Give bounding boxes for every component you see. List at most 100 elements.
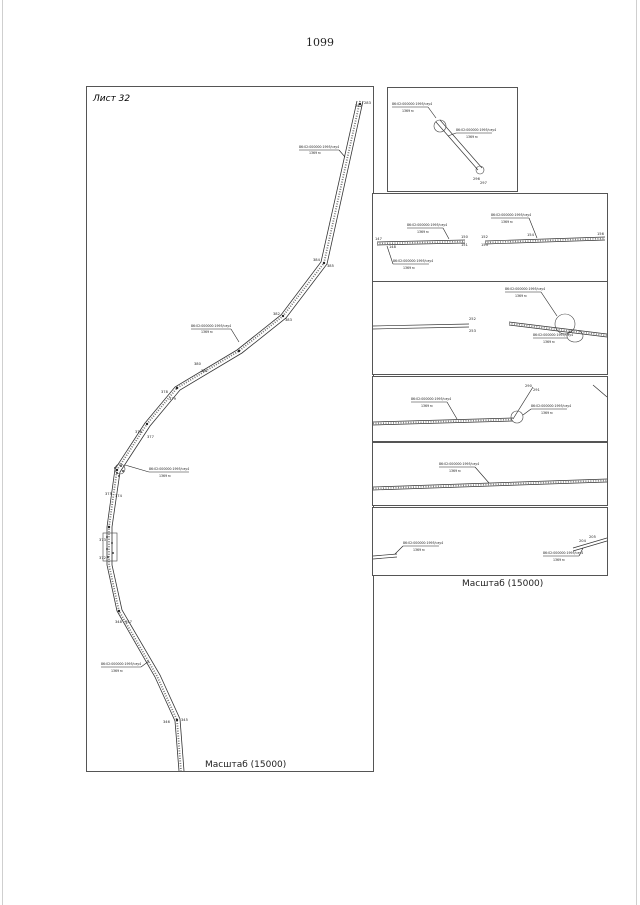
scale-label-main: Масштаб (15000) <box>205 760 286 770</box>
parcel-cadastral-number: 86:02:000000:1995/чзу4 <box>101 662 141 666</box>
vertex-label: 380 <box>194 362 202 366</box>
parcel-cadastral-number: 86:02:000000:1995/чзу4 <box>299 145 339 149</box>
parcel-callout: 86:02:000000:1995/чзу4 1369 м <box>447 128 496 139</box>
vertex-label: 151 <box>461 243 468 247</box>
vertex-label: 283 <box>364 101 371 105</box>
vertex-point <box>175 386 179 390</box>
parcel-callout: 86:02:000000:1995/чзу4 1369 м <box>439 462 490 484</box>
vertex-cluster-lower <box>102 532 118 562</box>
vertex-label: 148 <box>389 245 397 249</box>
vertex-label: 384 <box>313 258 321 262</box>
main-map-frame: Лист 32 282 283 384 385 382 383 380 381 … <box>86 86 374 772</box>
vertex-label: 156 <box>597 232 605 236</box>
vertex-label: 375 <box>105 492 112 496</box>
parcel-callout: 86:02:000000:1995/чзу4 1369 м <box>191 324 240 343</box>
inset-strip-5: 86:02:000000:1995/чзу4 1369 м 86:02:0000… <box>372 507 608 576</box>
vertex-label: 282 <box>355 104 362 108</box>
parcel-area: 1369 м <box>402 109 414 113</box>
vertex-label: 152 <box>481 235 488 239</box>
parcel-callout: 86:02:000000:1995/чзу4 1369 м <box>392 102 437 119</box>
strip-1-route <box>376 236 606 246</box>
vertex-label: 377 <box>147 435 154 439</box>
corridor-route <box>106 100 364 771</box>
corridor-left-edge <box>106 100 358 771</box>
vertex-point <box>358 102 362 106</box>
parcel-cadastral-number: 86:02:000000:1995/чзу4 <box>191 324 231 328</box>
parcel-area: 1369 м <box>501 220 513 224</box>
parcel-area: 1369 м <box>449 469 461 473</box>
vertex-label: 381 <box>201 369 208 373</box>
parcel-callout: 86:02:000000:1995/чзу4 1369 м <box>386 245 433 270</box>
parcel-area: 1369 м <box>309 151 321 155</box>
parcel-callout: 86:02:000000:1995/чзу4 1369 м <box>522 404 571 416</box>
parcel-area: 1369 м <box>421 404 433 408</box>
vertex-point <box>237 349 241 353</box>
vertex-label: 372 <box>99 556 106 560</box>
parcel-callout: 86:02:000000:1995/чзу4 1369 м <box>411 397 458 420</box>
parcel-area: 1369 м <box>515 294 527 298</box>
corridor-right-edge <box>111 100 364 771</box>
page-number: 1099 <box>306 36 334 49</box>
inset-strip-2: 86:02:000000:1995/чзу4 1369 м 86:02:0000… <box>372 281 608 375</box>
vertex-cluster-upper <box>114 463 126 477</box>
main-map-svg: Лист 32 282 283 384 385 382 383 380 381 … <box>92 94 371 771</box>
inset-strip-1: 86:02:000000:1995/чзу4 1369 м 86:02:0000… <box>372 193 608 282</box>
strip-5-route <box>373 537 607 560</box>
strip-2-svg: 86:02:000000:1995/чзу4 1369 м 86:02:0000… <box>373 287 607 344</box>
parcel-cadastral-number: 86:02:000000:1995/чзу4 <box>533 333 573 337</box>
parcel-callout: 86:02:000000:1995/чзу4 1369 м <box>407 223 450 240</box>
vertex-label: 379 <box>169 397 177 401</box>
parcel-callout: 86:02:000000:1995/чзу4 1369 м <box>533 333 573 344</box>
vertex-label: 374 <box>115 494 123 498</box>
parcel-area: 1369 м <box>111 669 123 673</box>
vertex-cluster <box>510 410 524 424</box>
parcel-cadastral-number: 86:02:000000:1995/чзу4 <box>411 397 451 401</box>
parcel-area: 1369 м <box>553 558 565 562</box>
vertex-cluster <box>566 329 584 343</box>
parcel-area: 1369 м <box>466 135 478 139</box>
inset-frame-top: 86:02:000000:1995/чзу4 1369 м 86:02:0000… <box>387 87 518 192</box>
vertex-point <box>175 718 179 722</box>
strip-1-svg: 86:02:000000:1995/чзу4 1369 м 86:02:0000… <box>375 213 606 270</box>
strip-5-svg: 86:02:000000:1995/чзу4 1369 м 86:02:0000… <box>373 535 607 562</box>
parcel-cadastral-number: 86:02:000000:1995/чзу4 <box>505 287 545 291</box>
parcel-area: 1369 м <box>417 230 429 234</box>
vertex-label: 385 <box>327 264 334 268</box>
vertex-label: 373 <box>99 538 106 542</box>
parcel-callout: 86:02:000000:1995/чзу4 1369 м <box>491 213 538 239</box>
parcel-cadastral-number: 86:02:000000:1995/чзу4 <box>392 102 432 106</box>
inset-strip-4: 86:02:000000:1995/чзу4 1369 м <box>372 442 608 506</box>
parcel-area: 1369 м <box>201 330 213 334</box>
parcel-cadastral-number: 86:02:000000:1995/чзу4 <box>543 551 583 555</box>
vertex-label: 205 <box>589 535 596 539</box>
parcel-callout: 86:02:000000:1995/чзу4 1369 м <box>505 287 558 317</box>
vertex-label: 376 <box>135 430 143 434</box>
vertex-point <box>281 314 285 318</box>
vertex-point <box>107 525 111 529</box>
vertex-point <box>117 609 121 613</box>
strip-4-route <box>373 478 607 491</box>
vertex-label: 345 <box>181 718 188 722</box>
vertex-point <box>322 261 326 265</box>
vertex-label: 252 <box>469 317 476 321</box>
vertex-label: 346 <box>163 720 171 724</box>
strip-4-svg: 86:02:000000:1995/чзу4 1369 м <box>373 462 607 491</box>
inset-strip-3: 86:02:000000:1995/чзу4 1369 м 86:02:0000… <box>372 376 608 442</box>
parcel-area: 1369 м <box>413 548 425 552</box>
parcel-cadastral-number: 86:02:000000:1995/чзу4 <box>531 404 571 408</box>
parcel-cadastral-number: 86:02:000000:1995/чзу4 <box>439 462 479 466</box>
parcel-callout: 86:02:000000:1995/чзу4 1369 м <box>124 464 189 478</box>
vertex-label: 296 <box>473 177 481 181</box>
parcel-area: 1369 м <box>543 340 555 344</box>
vertex-label: 383 <box>285 318 292 322</box>
parcel-cadastral-number: 86:02:000000:1995/чзу4 <box>403 541 443 545</box>
vertex-label: 150 <box>461 235 469 239</box>
vertex-group: 282 283 384 385 382 383 380 381 378 379 … <box>99 101 371 724</box>
vertex-label: 147 <box>375 237 382 241</box>
vertex-label: 348 <box>115 620 123 624</box>
parcel-cadastral-number: 86:02:000000:1995/чзу4 <box>393 259 433 263</box>
sheet-title: Лист 32 <box>92 94 130 104</box>
vertex-label: 253 <box>469 329 476 333</box>
parcel-cadastral-number: 86:02:000000:1995/чзу4 <box>407 223 447 227</box>
parcel-area: 1369 м <box>403 266 415 270</box>
